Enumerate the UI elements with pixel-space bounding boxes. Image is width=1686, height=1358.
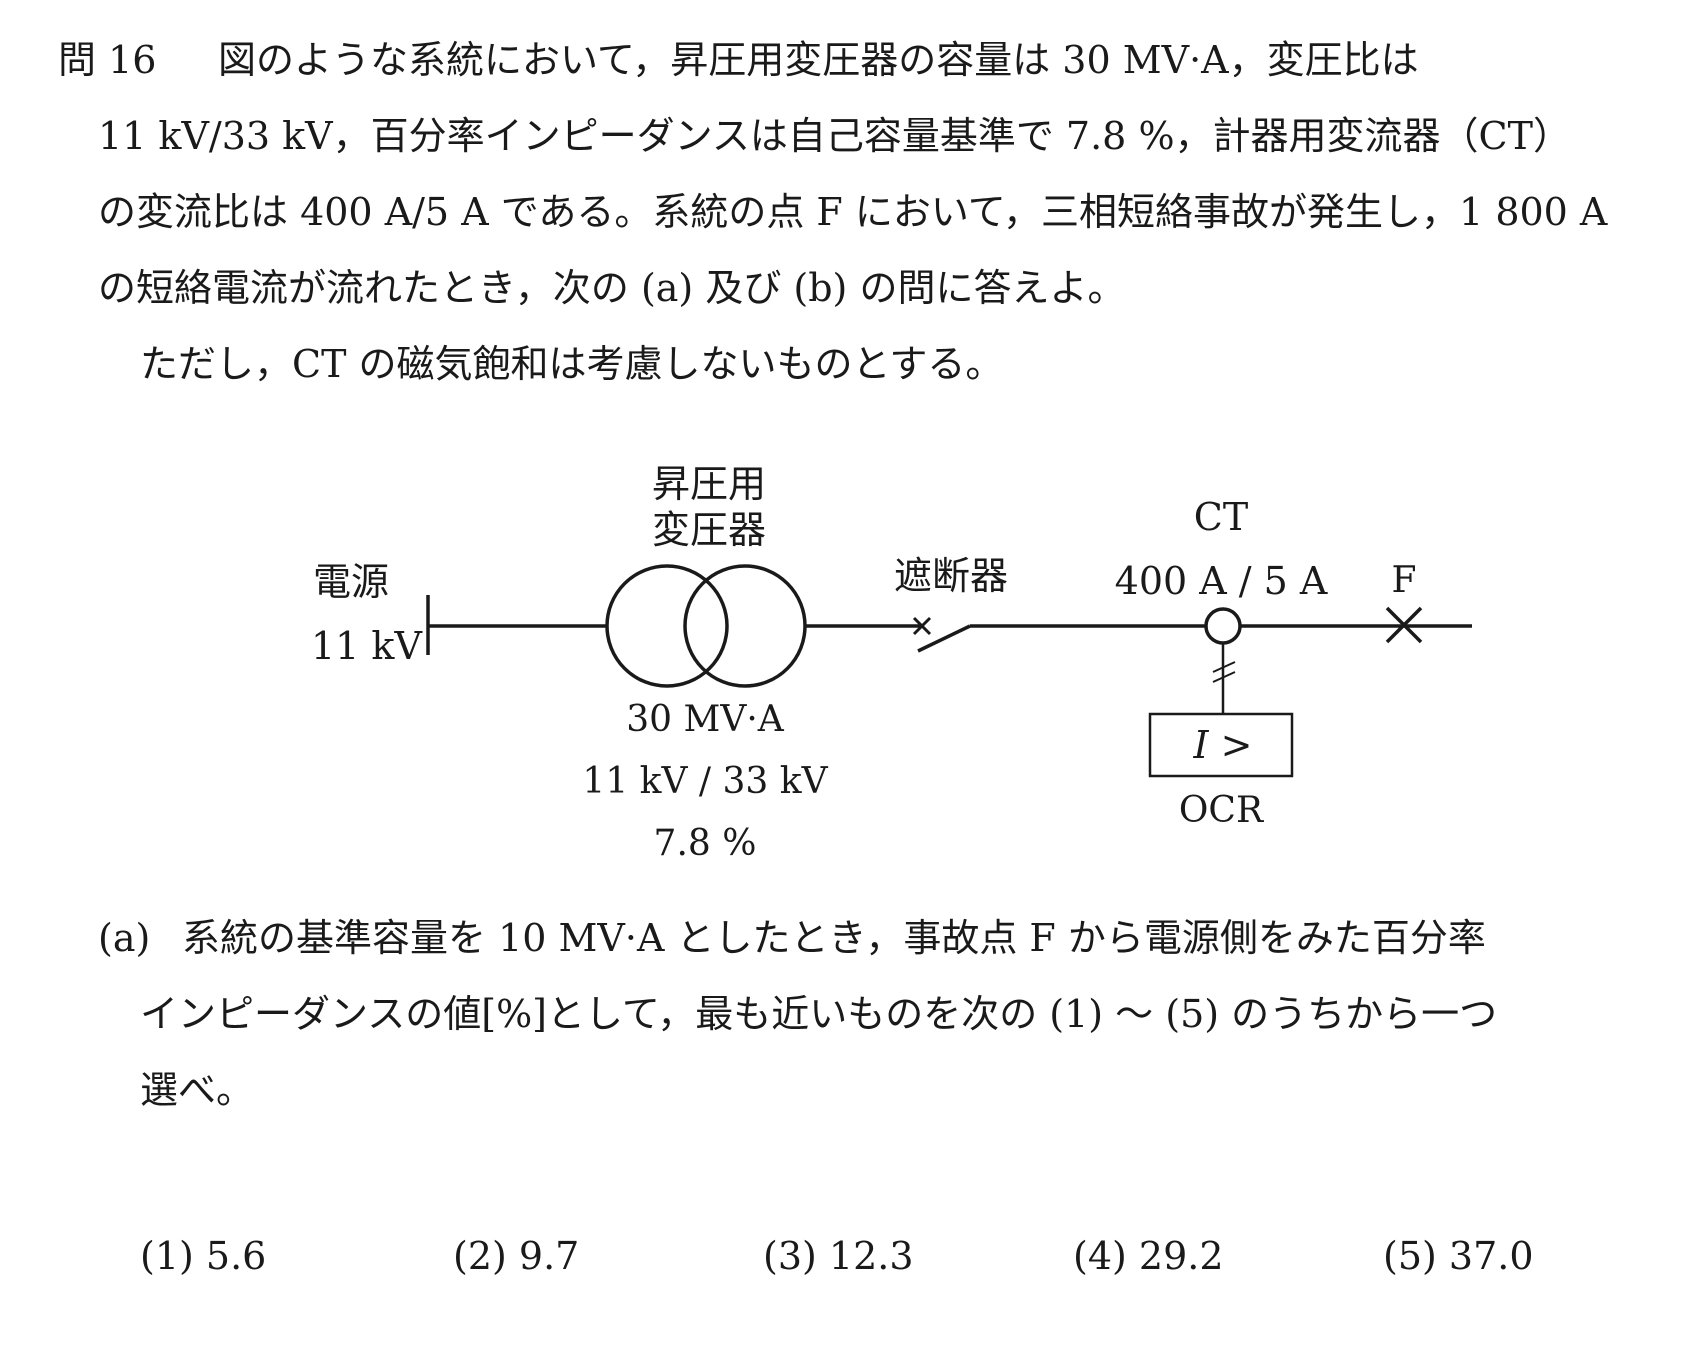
- source-label: 電源: [313, 560, 389, 604]
- choice-1[interactable]: (1) 5.6: [140, 1232, 266, 1280]
- transformer-capacity: 30 MV·A: [626, 699, 785, 740]
- question-line-1: 問 16 図のような系統において，昇圧用変圧器の容量は 30 MV·A，変圧比は: [58, 36, 1419, 84]
- transformer-ratio: 11 kV / 33 kV: [582, 761, 828, 802]
- transformer-title-1: 昇圧用: [652, 462, 766, 506]
- question-line-4: の短絡電流が流れたとき，次の (a) 及び (b) の問に答えよ。: [98, 266, 1126, 310]
- ct-lead-tick-1: [1212, 661, 1236, 673]
- fault-mark-b: [1385, 606, 1423, 644]
- part-a-label: (a): [98, 916, 151, 960]
- choice-3-value: 12.3: [828, 1234, 914, 1278]
- ct-ratio: 400 A / 5 A: [1115, 559, 1328, 603]
- ct-symbol: [1204, 607, 1242, 645]
- part-a-text-1: 系統の基準容量を 10 MV·A としたとき，事故点 F から電源側をみた百分率: [182, 916, 1486, 960]
- breaker-label: 遮断器: [894, 554, 1008, 598]
- choice-1-value: 5.6: [205, 1234, 267, 1278]
- choice-2[interactable]: (2) 9.7: [453, 1232, 579, 1280]
- choice-5[interactable]: (5) 37.0: [1383, 1232, 1534, 1280]
- transformer-impedance: 7.8 %: [654, 823, 757, 864]
- choice-2-num: (2): [453, 1234, 507, 1278]
- choice-1-num: (1): [140, 1234, 194, 1278]
- ct-label: CT: [1194, 495, 1248, 539]
- circuit-diagram: 電源 11 kV 昇圧用 変圧器 30 MV·A 11 kV / 33 kV 7…: [311, 462, 1472, 864]
- choice-4-value: 29.2: [1138, 1234, 1224, 1278]
- choice-5-num: (5): [1383, 1234, 1437, 1278]
- transformer-primary-coil: [605, 564, 729, 688]
- ocr-label: OCR: [1179, 790, 1264, 831]
- fault-label: F: [1392, 560, 1417, 601]
- breaker-mark-b: [912, 616, 932, 636]
- part-a-line-1: (a) 系統の基準容量を 10 MV·A としたとき，事故点 F から電源側をみた…: [98, 914, 1486, 962]
- choice-5-value: 37.0: [1448, 1234, 1534, 1278]
- source-voltage: 11 kV: [311, 624, 422, 668]
- choice-4[interactable]: (4) 29.2: [1073, 1232, 1224, 1280]
- question-note: ただし，CT の磁気飽和は考慮しないものとする。: [140, 342, 1004, 386]
- question-number: 問 16: [58, 38, 157, 82]
- question-line-2: 11 kV/33 kV，百分率インピーダンスは自己容量基準で 7.8 %，計器用…: [98, 114, 1571, 158]
- question-line-3: の変流比は 400 A/5 A である。系統の点 F において，三相短絡事故が発…: [98, 190, 1608, 234]
- ct-lead-tick-2: [1212, 671, 1236, 683]
- transformer-title-2: 変圧器: [652, 508, 766, 552]
- part-a-line-2: インピーダンスの値[%]として，最も近いものを次の (1) ～ (5) のうちか…: [140, 992, 1498, 1036]
- question-text-1: 図のような系統において，昇圧用変圧器の容量は 30 MV·A，変圧比は: [218, 38, 1419, 82]
- ocr-relay-box: [1148, 712, 1294, 778]
- choice-2-value: 9.7: [518, 1234, 580, 1278]
- choice-3-num: (3): [763, 1234, 817, 1278]
- transformer-secondary-coil: [683, 564, 807, 688]
- choice-4-num: (4): [1073, 1234, 1127, 1278]
- ocr-relay-symbol: I >: [1193, 723, 1253, 767]
- part-a-line-3: 選べ。: [140, 1068, 255, 1112]
- choice-3[interactable]: (3) 12.3: [763, 1232, 914, 1280]
- breaker-blade: [917, 624, 971, 653]
